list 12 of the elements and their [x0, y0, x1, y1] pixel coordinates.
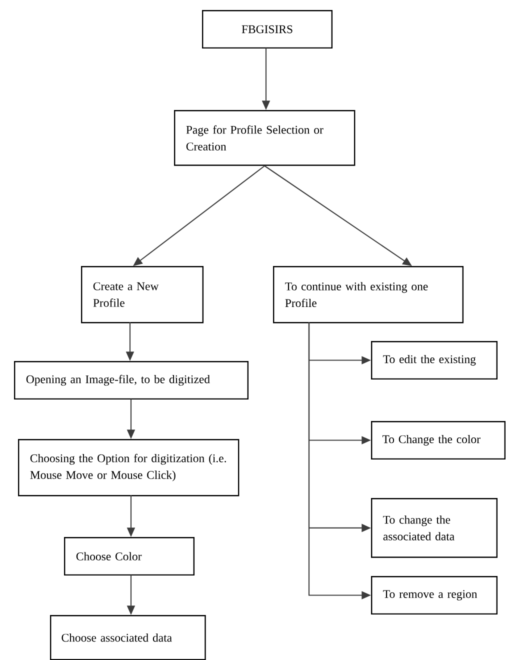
process-box: Create a New Profile	[81, 266, 204, 324]
process-box: To edit the existing	[371, 341, 498, 380]
process-box: Opening an Image-file, to be digitized	[14, 361, 249, 400]
process-box: Page for Profile Selection or Creation	[174, 110, 356, 166]
process-box: To Change the color	[371, 421, 506, 460]
process-box: Choose associated data	[50, 615, 206, 660]
process-box: Choose Color	[64, 537, 195, 576]
process-box: FBGISIRS	[202, 10, 333, 49]
process-box: Choosing the Option for digitization (i.e. Mouse Move or Mouse Click)	[18, 439, 240, 496]
process-box: To remove a region	[371, 576, 498, 615]
process-box: To continue with existing one Profile	[273, 266, 464, 324]
process-box: To change the associated data	[371, 498, 498, 558]
